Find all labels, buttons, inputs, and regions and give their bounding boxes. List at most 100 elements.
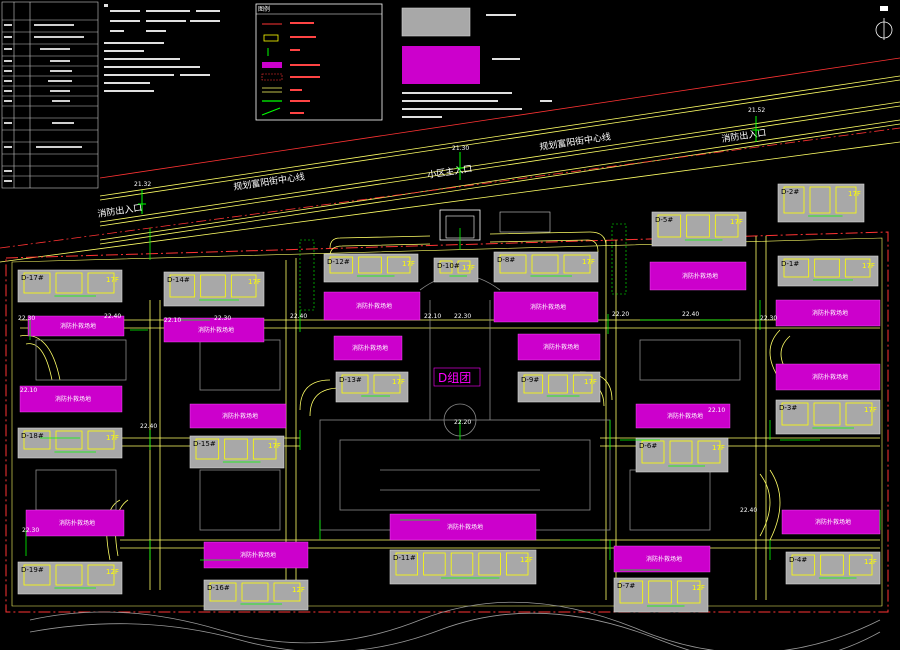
legend-title: 图例 (258, 5, 270, 13)
building-floors: 17F (268, 442, 281, 450)
building-name: D-17# (21, 274, 44, 282)
elevation-marker: 22.10 (164, 317, 181, 324)
building-footprint (17, 269, 123, 303)
fire-zone-label: 消防扑救场地 (352, 344, 388, 352)
building-name: D-13# (339, 376, 362, 384)
fire-zone (613, 545, 711, 573)
legend: 图例 (255, 3, 383, 121)
building-name: D-1# (781, 260, 799, 268)
unit-outline (55, 430, 83, 450)
unit-outline (641, 440, 665, 464)
unit-outline (195, 438, 220, 460)
unit-outline (209, 582, 237, 602)
unit-outline (87, 272, 115, 294)
fire-zone-label: 消防扑救场地 (682, 272, 718, 280)
unit-outline (373, 374, 401, 394)
building-floors: 17F (248, 278, 261, 286)
elevation-marker: 22.30 (22, 527, 39, 534)
elevation-marker: 22.30 (18, 315, 35, 322)
elevation-right-gate: 21.52 (748, 107, 765, 114)
fire-zone (19, 385, 123, 413)
building-name: D-7# (617, 582, 635, 590)
fire-zone (25, 509, 125, 537)
building: D-7# 12F (613, 577, 709, 613)
unit-outline (835, 186, 857, 214)
building-footprint (323, 253, 419, 283)
unit-outline (848, 554, 873, 576)
building: D-14# 17F (163, 271, 265, 307)
unit-outline (252, 438, 277, 460)
fire-zone-label: 消防扑救场地 (646, 555, 682, 563)
building-name: D-16# (207, 584, 230, 592)
fire-zone (517, 333, 601, 361)
building: D-4#12F (785, 551, 881, 585)
fire-zones: 消防扑救场地消防扑救场地消防扑救场地消防扑救场地消防扑救场地消防扑救场地消防扑救… (19, 261, 881, 573)
fire-zone (203, 541, 309, 569)
unit-outline (87, 430, 115, 450)
site-boundary (5, 231, 889, 613)
unit-outline (669, 440, 693, 464)
building: D-19#12F (17, 561, 123, 595)
elevation-marker: 22.40 (740, 507, 757, 514)
elevation-marker: 22.20 (612, 311, 629, 318)
building: D-6#17F (635, 437, 729, 473)
unit-outline (169, 274, 196, 298)
building-name: D-8# (497, 256, 515, 264)
building-name: D-19# (21, 566, 44, 574)
fire-zone-label: 消防扑救场地 (356, 302, 392, 310)
fire-zone-label: 消防扑救场地 (530, 303, 566, 311)
building: D-8#17F (493, 251, 599, 283)
fire-zone (493, 291, 599, 323)
elevation-marker: 22.40 (682, 311, 699, 318)
fire-zone (163, 317, 265, 343)
unit-outline (499, 254, 527, 274)
unit-outline (783, 186, 805, 214)
building-footprint (17, 427, 123, 459)
fire-zone-label: 消防扑救场地 (447, 523, 483, 531)
building: D-17#17F (17, 269, 123, 303)
building-floors: 17F (584, 378, 597, 386)
building-floors: 17F (848, 190, 861, 198)
building-name: D-18# (21, 432, 44, 440)
notes-table (1, 1, 99, 189)
elevation-marker: 22.30 (760, 315, 777, 322)
elevation-marker: 22.10 (20, 387, 37, 394)
fire-zone-label: 消防扑救场地 (60, 322, 96, 330)
unit-outline (657, 214, 682, 238)
fire-zone (775, 363, 881, 391)
elevation-marker: 22.40 (104, 313, 121, 320)
unit-outline (478, 552, 501, 576)
internal-roads (19, 231, 880, 600)
building-floors: 12F (292, 586, 305, 594)
unit-outline (845, 402, 873, 426)
unit-outline (230, 274, 257, 298)
building-floors: 12F (864, 558, 877, 566)
group-label: D组团 (438, 371, 471, 385)
building-name: D-9# (521, 376, 539, 384)
building: D-3#17F (775, 399, 881, 435)
unit-outline (813, 402, 841, 426)
legend-symbols (401, 7, 552, 118)
building-floors: 17F (712, 444, 725, 452)
building: D-15#17F (189, 435, 285, 469)
building-footprint (335, 371, 409, 403)
building: D-16# 12F (203, 579, 309, 611)
unit-outline (386, 256, 411, 274)
fire-zone (635, 403, 731, 429)
building-footprint (493, 251, 599, 283)
fire-zone-label: 消防扑救场地 (812, 373, 848, 381)
unit-outline (423, 552, 446, 576)
unit-outline (241, 582, 269, 602)
unit-outline (23, 564, 51, 586)
building-name: D-14# (167, 276, 190, 284)
unit-outline (395, 552, 419, 576)
fire-zone-label: 消防扑救场地 (240, 551, 276, 559)
unit-outline (531, 254, 559, 274)
unit-outline (548, 374, 568, 394)
notes-text (104, 4, 220, 92)
unit-outline (55, 272, 83, 294)
fire-zone-label: 消防扑救场地 (198, 326, 234, 334)
building-floors: 12F (692, 584, 705, 592)
fire-zone-label: 消防扑救场地 (543, 343, 579, 351)
